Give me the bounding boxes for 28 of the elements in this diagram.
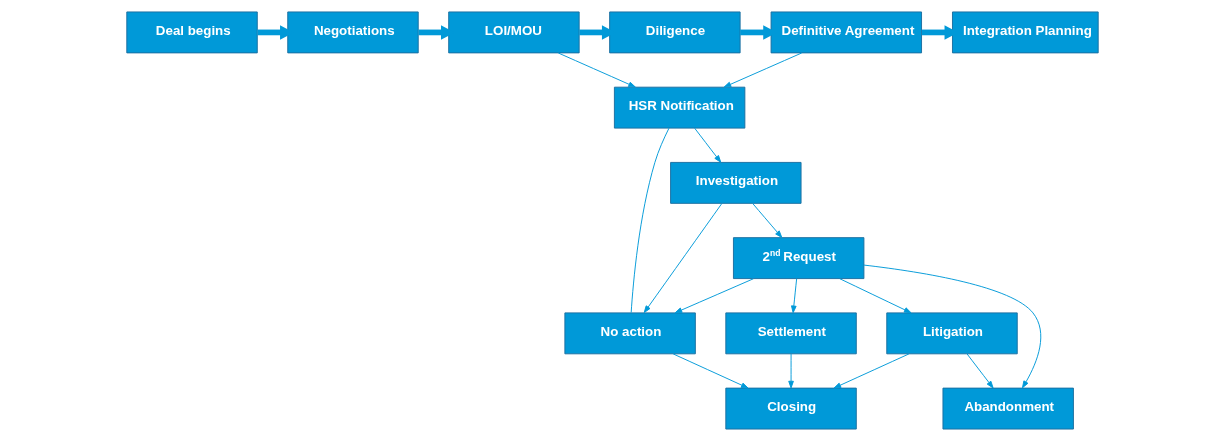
node-box: No action	[564, 312, 696, 355]
arrow	[674, 278, 754, 314]
node-box: Abandonment	[942, 387, 1074, 430]
arrow	[839, 278, 912, 314]
node-box: Diligence	[609, 11, 741, 54]
arrow	[694, 127, 722, 163]
node-box: LOI/MOU	[448, 11, 580, 54]
node-box: 2$^{nd}$ Request	[732, 237, 865, 280]
arrow	[788, 353, 794, 389]
node-box: Definitive Agreement	[770, 11, 922, 54]
node-box: HSR Notification	[613, 86, 746, 129]
arrow	[863, 264, 1042, 389]
node-box: Integration Planning	[952, 11, 1099, 54]
arrow	[966, 353, 994, 389]
node-box: Negotiations	[287, 11, 419, 54]
node-box: Litigation	[886, 312, 1018, 355]
arrow	[833, 353, 910, 389]
arrow	[752, 203, 783, 238]
arrow	[791, 278, 798, 314]
node-box: Closing	[725, 387, 857, 430]
connector	[630, 127, 670, 314]
node-box: Deal begins	[126, 11, 258, 54]
node-box: Investigation	[670, 161, 802, 204]
arrow	[557, 52, 636, 88]
node-box: Settlement	[725, 312, 857, 355]
arrow	[643, 203, 723, 314]
arrow	[723, 52, 803, 88]
arrow	[672, 353, 749, 389]
